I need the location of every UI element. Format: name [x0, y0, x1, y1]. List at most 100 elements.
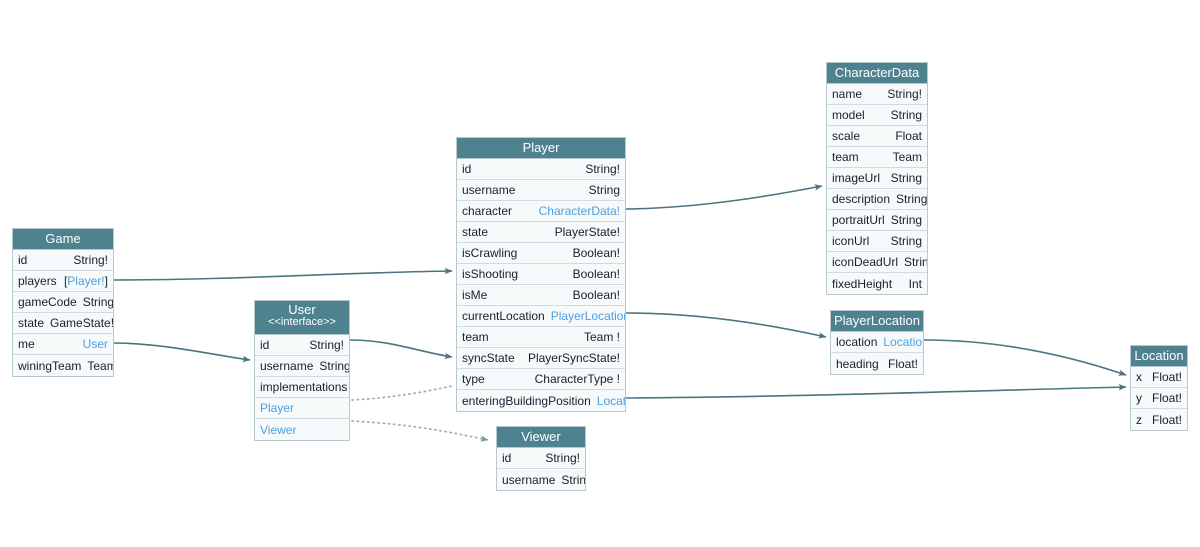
field-row[interactable]: iconDeadUrlString — [827, 252, 927, 273]
field-type: Team — [87, 358, 113, 373]
field-type: String! — [585, 162, 620, 176]
field-row[interactable]: heading Float! — [831, 353, 923, 374]
field-type: String! — [73, 253, 108, 267]
field-type: String — [319, 359, 349, 373]
entity-title: Viewer — [521, 429, 561, 444]
field-name: state — [462, 225, 489, 239]
field-type-link[interactable]: Player! — [67, 274, 105, 288]
field-name: heading — [836, 356, 879, 371]
field-name: fixedHeight — [832, 276, 893, 291]
field-name: username — [260, 359, 314, 373]
field-name: username — [502, 472, 556, 487]
field-row[interactable]: Viewer — [255, 419, 349, 440]
field-name: Viewer — [260, 422, 297, 437]
field-type: Team ! — [583, 330, 620, 344]
entity-title: Player — [522, 140, 560, 155]
field-row[interactable]: winingTeam Team — [13, 355, 113, 376]
field-type: String! — [545, 451, 580, 465]
field-name: team — [832, 150, 859, 164]
field-type[interactable]: Location! — [883, 335, 923, 349]
field-name: description — [832, 192, 891, 206]
entity-playerlocation[interactable]: PlayerLocation locationLocation! heading Fl… — [830, 310, 924, 375]
field-type: String! — [309, 338, 344, 352]
field-row[interactable]: currentLocationPlayerLocation! — [457, 306, 625, 327]
field-row[interactable]: Player — [255, 398, 349, 419]
field-type: GameState! — [50, 316, 113, 330]
field-row[interactable]: description String — [827, 189, 927, 210]
entity-title: Game — [45, 231, 81, 246]
entity-header-location: Location — [1131, 346, 1187, 367]
field-type: Float! — [1151, 412, 1182, 427]
field-type: String — [904, 255, 927, 269]
edge-game-players-to-player — [113, 267, 453, 281]
field-name: z — [1136, 412, 1142, 427]
field-type: String! — [887, 87, 922, 101]
field-row[interactable]: enteringBuildingPositionLocation — [457, 390, 625, 411]
field-name: iconUrl — [832, 234, 870, 248]
entity-title: PlayerLocation — [834, 313, 920, 328]
field-row[interactable]: username String — [255, 356, 349, 377]
field-row[interactable]: character CharacterData! — [457, 201, 625, 222]
field-type[interactable]: Location — [596, 393, 625, 408]
field-row[interactable]: iconUrl String — [827, 231, 927, 252]
field-name: Player — [260, 401, 295, 415]
field-type: String — [890, 234, 922, 248]
field-type-prefix: [ — [63, 274, 68, 288]
field-type: Boolean! — [572, 246, 620, 260]
field-type[interactable]: PlayerLocation! — [550, 309, 625, 323]
field-row[interactable]: locationLocation! — [831, 332, 923, 353]
field-type[interactable]: CharacterData! — [538, 204, 620, 218]
field-type: PlayerSyncState! — [527, 351, 620, 365]
field-name: players — [18, 274, 57, 288]
field-row[interactable]: players[Player!] — [13, 271, 113, 292]
field-type: CharacterType ! — [534, 372, 620, 386]
field-type[interactable]: User — [82, 337, 108, 351]
field-type: Float! — [887, 356, 918, 371]
field-name: winingTeam — [18, 358, 82, 373]
field-name: character — [462, 204, 513, 218]
field-type: String — [896, 192, 927, 206]
field-name: me — [18, 337, 35, 351]
field-row[interactable]: gameCodeString! — [13, 292, 113, 313]
field-type: PlayerState! — [554, 225, 620, 239]
entity-interface-label: <<interface>> — [268, 315, 336, 328]
field-row[interactable]: implementations — [255, 377, 349, 398]
field-row[interactable]: me User — [13, 334, 113, 355]
field-row[interactable]: z Float! — [1131, 409, 1187, 430]
entity-header-playerlocation: PlayerLocation — [831, 311, 923, 332]
entity-title: CharacterData — [834, 65, 920, 80]
entity-title: Location — [1134, 348, 1184, 363]
field-type: [Player!] — [58, 274, 108, 288]
field-row[interactable]: state PlayerState! — [457, 222, 625, 243]
field-name: model — [832, 108, 865, 122]
